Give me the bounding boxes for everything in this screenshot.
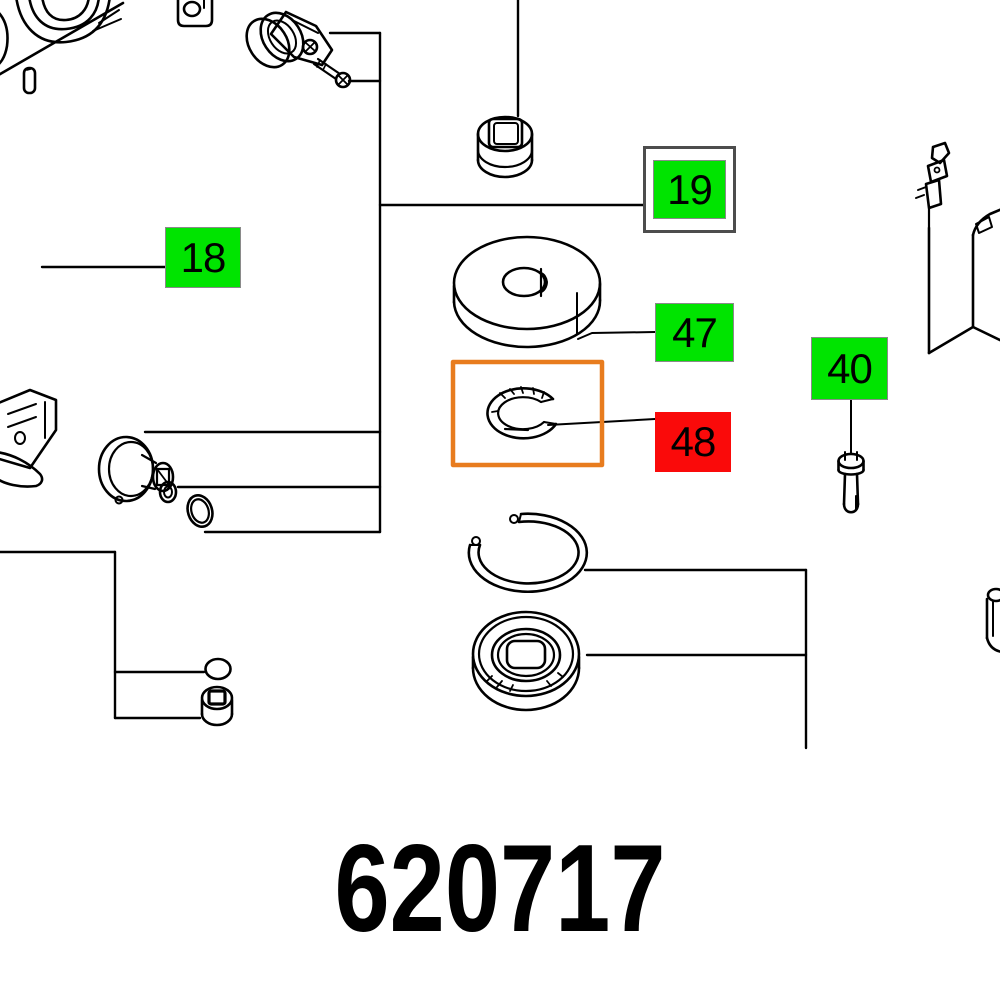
sleeve-bushing-drawing	[476, 115, 534, 179]
o-ring-drawing	[186, 494, 214, 528]
callout-40-label: 40	[827, 344, 873, 392]
latch-clip-drawing	[915, 141, 951, 230]
seal-ring-drawing	[204, 657, 232, 681]
callout-48-label: 48	[670, 418, 717, 465]
callout-19-label: 19	[667, 165, 713, 213]
retaining-ring-drawing	[467, 512, 589, 593]
shim-ring-drawing	[486, 386, 558, 440]
ball-bearing-drawing	[471, 610, 581, 712]
bracket-block-drawing	[0, 388, 58, 488]
callout-40[interactable]: 40	[811, 337, 888, 400]
callout-18-label: 18	[180, 233, 227, 281]
mount-block-drawing	[176, 0, 214, 28]
flange-pulley-drawing	[97, 435, 175, 505]
flange-disc-drawing	[452, 235, 602, 349]
callout-48[interactable]: 48	[655, 412, 731, 472]
callout-47-label: 47	[672, 308, 718, 356]
callout-18[interactable]: 18	[165, 227, 241, 288]
callout-47[interactable]: 47	[655, 303, 734, 362]
edge-part-drawing	[985, 587, 1000, 653]
part-number: 620717	[334, 820, 666, 958]
housing-outline-drawing	[0, 0, 125, 76]
shoulder-screw-drawing	[837, 451, 865, 514]
callout-19[interactable]: 19	[653, 160, 726, 219]
callout-19-frame: 19	[643, 146, 736, 233]
highlight-box-48	[450, 359, 605, 468]
clamp-lever-drawing	[245, 10, 334, 69]
panel-outline-drawing	[927, 208, 1000, 355]
clamp-screw-drawing	[312, 57, 352, 89]
washer-drawing	[158, 480, 178, 504]
pin-drawing	[22, 66, 37, 95]
connector-lines	[0, 0, 852, 750]
hex-nut-drawing	[200, 685, 234, 727]
